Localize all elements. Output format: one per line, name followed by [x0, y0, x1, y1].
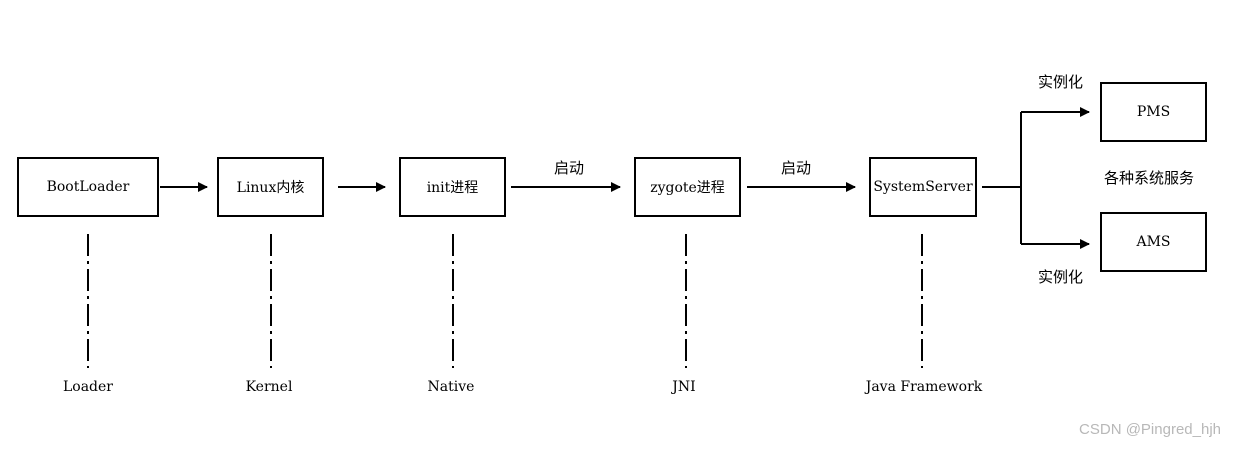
- instantiate-label-ams: 实例化: [1038, 268, 1084, 286]
- start-label-zygote-to-systemserver: 启动: [781, 159, 812, 177]
- start-label-init-to-zygote: 启动: [554, 159, 585, 177]
- layer-label-kernel: Kernel: [245, 379, 293, 395]
- layer-label-loader: Loader: [62, 379, 113, 395]
- pms-box: PMS: [1100, 82, 1207, 142]
- zygote-process-label: zygote进程: [650, 180, 725, 196]
- pms-label: PMS: [1136, 104, 1171, 120]
- bootloader-box: BootLoader: [17, 157, 159, 217]
- layer-label-jni: JNI: [672, 379, 696, 395]
- linux-kernel-box: Linux内核: [217, 157, 324, 217]
- system-services-label: 各种系统服务: [1104, 169, 1195, 187]
- systemserver-label: SystemServer: [873, 179, 973, 195]
- systemserver-box: SystemServer: [869, 157, 977, 217]
- zygote-process-box: zygote进程: [634, 157, 741, 217]
- instantiate-label-pms: 实例化: [1038, 73, 1084, 91]
- ams-label: AMS: [1136, 234, 1171, 250]
- init-process-box: init进程: [399, 157, 506, 217]
- watermark: CSDN @Pingred_hjh: [1079, 421, 1221, 438]
- bootloader-label: BootLoader: [46, 179, 130, 195]
- linux-kernel-label: Linux内核: [236, 180, 305, 196]
- ams-box: AMS: [1100, 212, 1207, 272]
- layer-label-java-framework: Java Framework: [865, 379, 983, 395]
- init-process-label: init进程: [426, 180, 479, 196]
- layer-label-native: Native: [427, 379, 475, 395]
